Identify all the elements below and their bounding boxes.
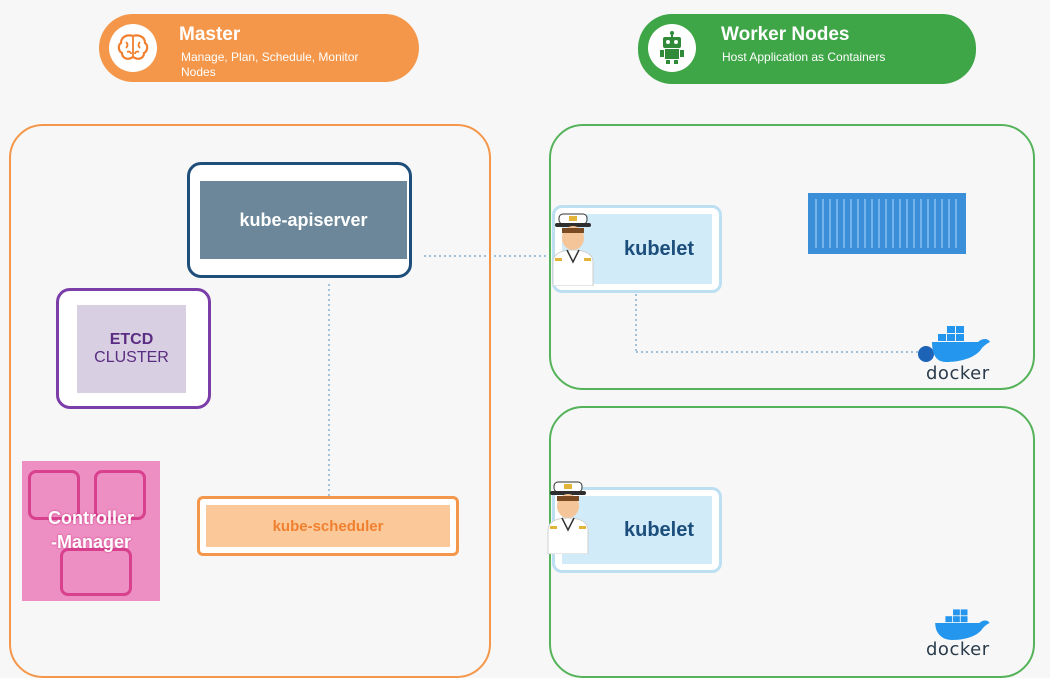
container-icon [808,193,966,254]
docker-whale-icon [918,326,990,362]
controller-label-line2: -Manager [50,532,131,552]
worker-subtitle: Host Application as Containers [722,50,886,64]
captain-icon [547,481,589,554]
worker-header: Worker Nodes Host Application as Contain… [638,14,976,84]
kube-scheduler-label: kube-scheduler [206,505,450,547]
cluster-label: CLUSTER [94,349,169,366]
controller-manager-label: Controller -Manager [22,500,160,560]
master-node-box [9,124,491,678]
captain-icon [552,213,594,286]
master-subtitle-line2: Nodes [181,65,216,79]
controller-square-3 [60,548,132,596]
docker-whale-icon [935,609,990,640]
controller-label-line1: Controller [47,508,134,528]
brain-icon [109,24,157,72]
worker-node-1 [549,124,1035,390]
worker-title: Worker Nodes [721,24,850,45]
master-header: Master Manage, Plan, Schedule, Monitor N… [99,14,419,82]
controller-manager-box [22,461,160,601]
master-subtitle-line1: Manage, Plan, Schedule, Monitor [181,50,359,64]
controller-square-2 [94,470,146,520]
docker-label-2: docker [926,639,990,660]
master-title: Master [179,24,241,45]
etcd-cluster-inner: ETCD CLUSTER [77,305,186,393]
kube-apiserver-label: kube-apiserver [200,181,407,259]
docker-label-1: docker [926,363,990,384]
etcd-label: ETCD [109,331,154,348]
controller-square-1 [28,470,80,520]
docker-logo-1: docker [916,322,996,384]
docker-logo-2: docker [926,606,1006,660]
robot-icon [648,24,696,72]
